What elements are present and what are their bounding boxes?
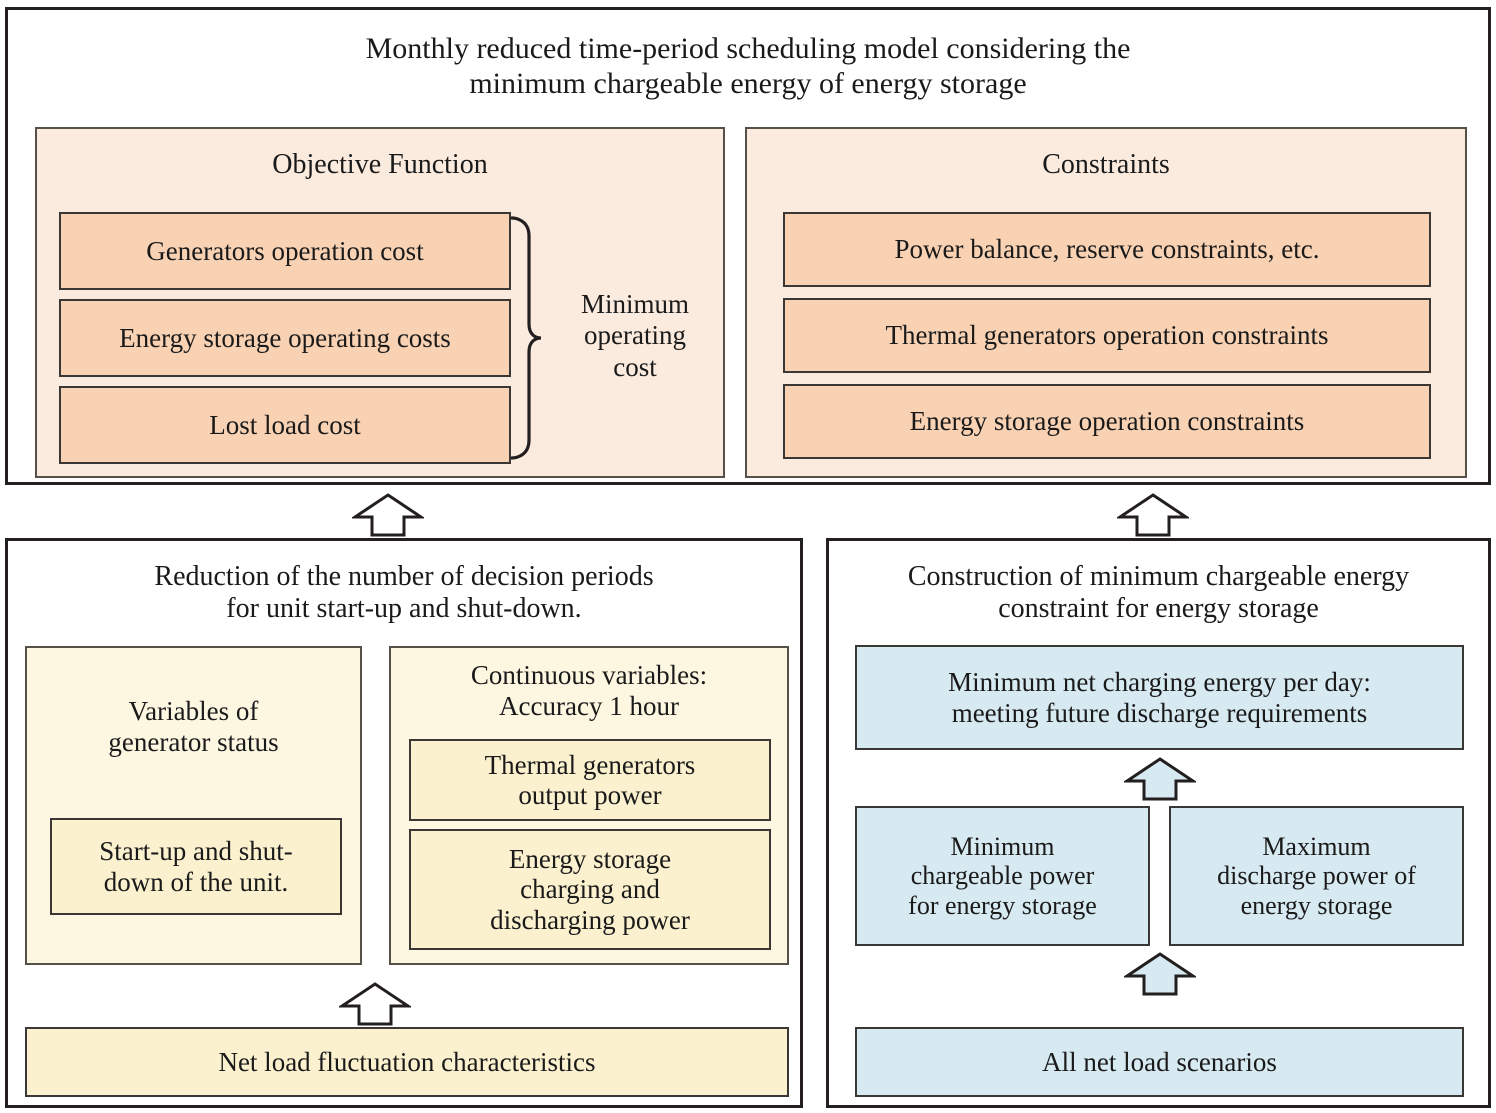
all-net-load-scenarios-box: All net load scenarios bbox=[855, 1027, 1464, 1097]
net-load-fluctuation-label: Net load fluctuation characteristics bbox=[218, 1046, 596, 1077]
maximum-discharge-power-box: Maximum discharge power of energy storag… bbox=[1169, 806, 1464, 946]
startup-shutdown-box: Start-up and shut- down of the unit. bbox=[50, 818, 342, 915]
constraint-item-power-balance: Power balance, reserve constraints, etc. bbox=[783, 212, 1431, 287]
thermal-output-power-text: Thermal generators output power bbox=[485, 750, 696, 810]
storage-charge-line2: charging and bbox=[520, 874, 660, 905]
objective-item-energy-storage-operating-costs: Energy storage operating costs bbox=[59, 299, 511, 377]
construction-heading-line1: Construction of minimum chargeable energ… bbox=[907, 561, 1410, 592]
brace-label-line1: Minimum bbox=[580, 289, 689, 319]
minimum-net-charging-text: Minimum net charging energy per day: mee… bbox=[948, 667, 1371, 727]
min-chargeable-line1: Minimum bbox=[950, 832, 1055, 862]
objective-function-group: Objective Function Generators operation … bbox=[35, 127, 725, 478]
constraint-item-thermal-generators: Thermal generators operation constraints bbox=[783, 298, 1431, 373]
diagram-title-line2: minimum chargeable energy of energy stor… bbox=[469, 66, 1027, 100]
max-discharge-line2: discharge power of bbox=[1217, 861, 1416, 891]
continuous-variables-group: Continuous variables: Accuracy 1 hour Th… bbox=[389, 646, 789, 965]
thermal-output-line1: Thermal generators bbox=[484, 749, 696, 780]
objective-item-lost-load-cost: Lost load cost bbox=[59, 386, 511, 464]
storage-charge-discharge-text: Energy storage charging and discharging … bbox=[490, 844, 690, 935]
brace-icon bbox=[510, 216, 542, 460]
objective-item-label: Lost load cost bbox=[209, 409, 361, 440]
reduction-heading-line2: for unit start-up and shut-down. bbox=[226, 593, 582, 625]
constraints-heading: Constraints bbox=[1042, 149, 1170, 180]
generator-status-caption-line2: generator status bbox=[108, 727, 279, 758]
objective-item-label: Generators operation cost bbox=[146, 235, 424, 266]
diagram-title: Monthly reduced time-period scheduling m… bbox=[8, 32, 1488, 102]
constraint-item-energy-storage: Energy storage operation constraints bbox=[783, 384, 1431, 459]
constraint-item-label: Energy storage operation constraints bbox=[909, 406, 1305, 437]
storage-charge-line1: Energy storage bbox=[508, 844, 672, 875]
arrow-power-boxes-to-min-net bbox=[1124, 757, 1196, 801]
constraint-item-label: Power balance, reserve constraints, etc. bbox=[894, 234, 1320, 265]
minimum-chargeable-power-text: Minimum chargeable power for energy stor… bbox=[908, 832, 1097, 919]
brace-label-line2: operating bbox=[584, 320, 686, 351]
minimum-net-charging-line2: meeting future discharge requirements bbox=[951, 697, 1368, 728]
model-panel: Monthly reduced time-period scheduling m… bbox=[5, 7, 1491, 485]
construction-panel-heading: Construction of minimum chargeable energ… bbox=[829, 561, 1488, 626]
arrow-scenarios-to-power-boxes bbox=[1124, 952, 1196, 996]
startup-shutdown-text: Start-up and shut- down of the unit. bbox=[99, 836, 292, 896]
constraint-item-label: Thermal generators operation constraints bbox=[885, 320, 1329, 351]
objective-item-generators-operation-cost: Generators operation cost bbox=[59, 212, 511, 290]
generator-status-group: Variables of generator status Start-up a… bbox=[25, 646, 362, 965]
minimum-chargeable-power-box: Minimum chargeable power for energy stor… bbox=[855, 806, 1150, 946]
max-discharge-line1: Maximum bbox=[1262, 832, 1371, 862]
brace-label: Minimum operating cost bbox=[549, 289, 721, 383]
maximum-discharge-power-text: Maximum discharge power of energy storag… bbox=[1217, 832, 1416, 919]
arrow-to-objective-panel bbox=[352, 493, 424, 537]
continuous-variables-caption: Continuous variables: Accuracy 1 hour bbox=[391, 660, 787, 723]
storage-charge-line3: discharging power bbox=[490, 904, 690, 935]
net-load-fluctuation-box: Net load fluctuation characteristics bbox=[25, 1027, 789, 1097]
arrow-net-load-to-groups bbox=[339, 982, 411, 1026]
startup-shutdown-line2: down of the unit. bbox=[103, 866, 289, 897]
generator-status-caption: Variables of generator status bbox=[27, 696, 360, 759]
reduction-panel: Reduction of the number of decision peri… bbox=[5, 538, 803, 1108]
reduction-panel-heading: Reduction of the number of decision peri… bbox=[8, 561, 800, 626]
min-chargeable-line2: chargeable power bbox=[910, 861, 1095, 891]
minimum-net-charging-line1: Minimum net charging energy per day: bbox=[948, 667, 1371, 698]
reduction-heading-line1: Reduction of the number of decision peri… bbox=[154, 561, 654, 592]
brace-label-line3: cost bbox=[613, 351, 657, 382]
minimum-net-charging-energy-box: Minimum net charging energy per day: mee… bbox=[855, 645, 1464, 750]
thermal-output-power-box: Thermal generators output power bbox=[409, 739, 771, 821]
generator-status-caption-line1: Variables of bbox=[128, 696, 259, 726]
min-chargeable-line3: for energy storage bbox=[908, 890, 1097, 920]
continuous-variables-caption-line1: Continuous variables: bbox=[470, 660, 708, 690]
objective-item-label: Energy storage operating costs bbox=[119, 322, 451, 353]
arrow-to-constraints-panel bbox=[1117, 493, 1189, 537]
constraints-group: Constraints Power balance, reserve const… bbox=[745, 127, 1467, 478]
continuous-variables-caption-line2: Accuracy 1 hour bbox=[499, 691, 679, 722]
construction-panel: Construction of minimum chargeable energ… bbox=[826, 538, 1491, 1108]
construction-heading-line2: constraint for energy storage bbox=[998, 593, 1319, 625]
max-discharge-line3: energy storage bbox=[1240, 890, 1393, 920]
diagram-title-line1: Monthly reduced time-period scheduling m… bbox=[365, 32, 1131, 65]
objective-function-heading: Objective Function bbox=[272, 149, 488, 180]
all-net-load-scenarios-label: All net load scenarios bbox=[1042, 1046, 1277, 1077]
storage-charge-discharge-box: Energy storage charging and discharging … bbox=[409, 829, 771, 950]
startup-shutdown-line1: Start-up and shut- bbox=[99, 836, 293, 867]
thermal-output-line2: output power bbox=[518, 780, 662, 810]
